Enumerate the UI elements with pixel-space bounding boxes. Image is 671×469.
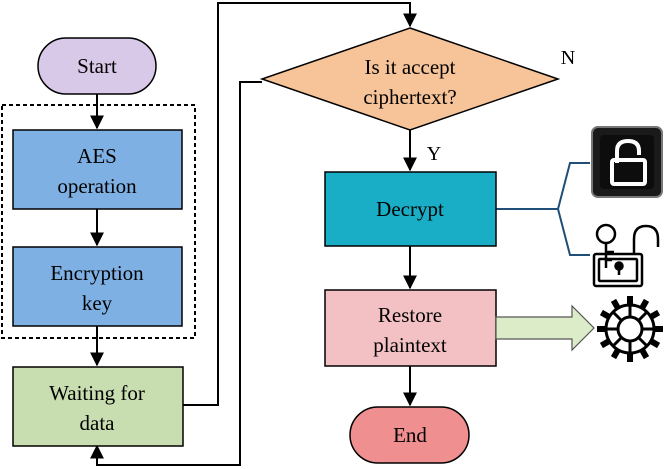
start-node bbox=[37, 37, 157, 95]
no-label: N bbox=[561, 47, 575, 69]
output-arrow bbox=[495, 304, 595, 352]
key-label-line2: key bbox=[82, 291, 113, 315]
restore-plaintext-node bbox=[324, 289, 497, 367]
aes-operation-node bbox=[12, 129, 183, 210]
encryption-key-node bbox=[12, 246, 183, 327]
key-padlock-icon bbox=[592, 223, 660, 288]
decrypt-node bbox=[324, 171, 497, 247]
gear-icon bbox=[597, 296, 663, 362]
decision-label-line2: ciphertext? bbox=[363, 85, 456, 109]
decision-label-line1: Is it accept bbox=[365, 55, 456, 79]
end-label: End bbox=[393, 423, 427, 447]
start-label: Start bbox=[77, 54, 117, 78]
waiting-for-data-node bbox=[12, 366, 184, 447]
aes-label-line1: AES bbox=[77, 144, 117, 168]
restore-label-line2: plaintext bbox=[373, 333, 447, 357]
yes-label: Y bbox=[427, 143, 441, 165]
end-node bbox=[349, 406, 470, 464]
wait-label-line1: Waiting for bbox=[49, 381, 145, 405]
decrypt-label: Decrypt bbox=[376, 197, 444, 221]
branch-line-upper bbox=[496, 162, 590, 210]
branch-line-lower bbox=[557, 208, 590, 256]
key-label-line1: Encryption bbox=[50, 261, 144, 285]
restore-label-line1: Restore bbox=[378, 303, 442, 327]
aes-label-line2: operation bbox=[57, 174, 137, 198]
edge-wait-decision bbox=[183, 2, 417, 406]
edge-decision-no-loop bbox=[90, 81, 262, 466]
decision-node bbox=[259, 27, 561, 131]
lock-closed-icon bbox=[591, 126, 663, 198]
wait-label-line2: data bbox=[80, 411, 116, 435]
encryption-group-box bbox=[1, 104, 196, 339]
